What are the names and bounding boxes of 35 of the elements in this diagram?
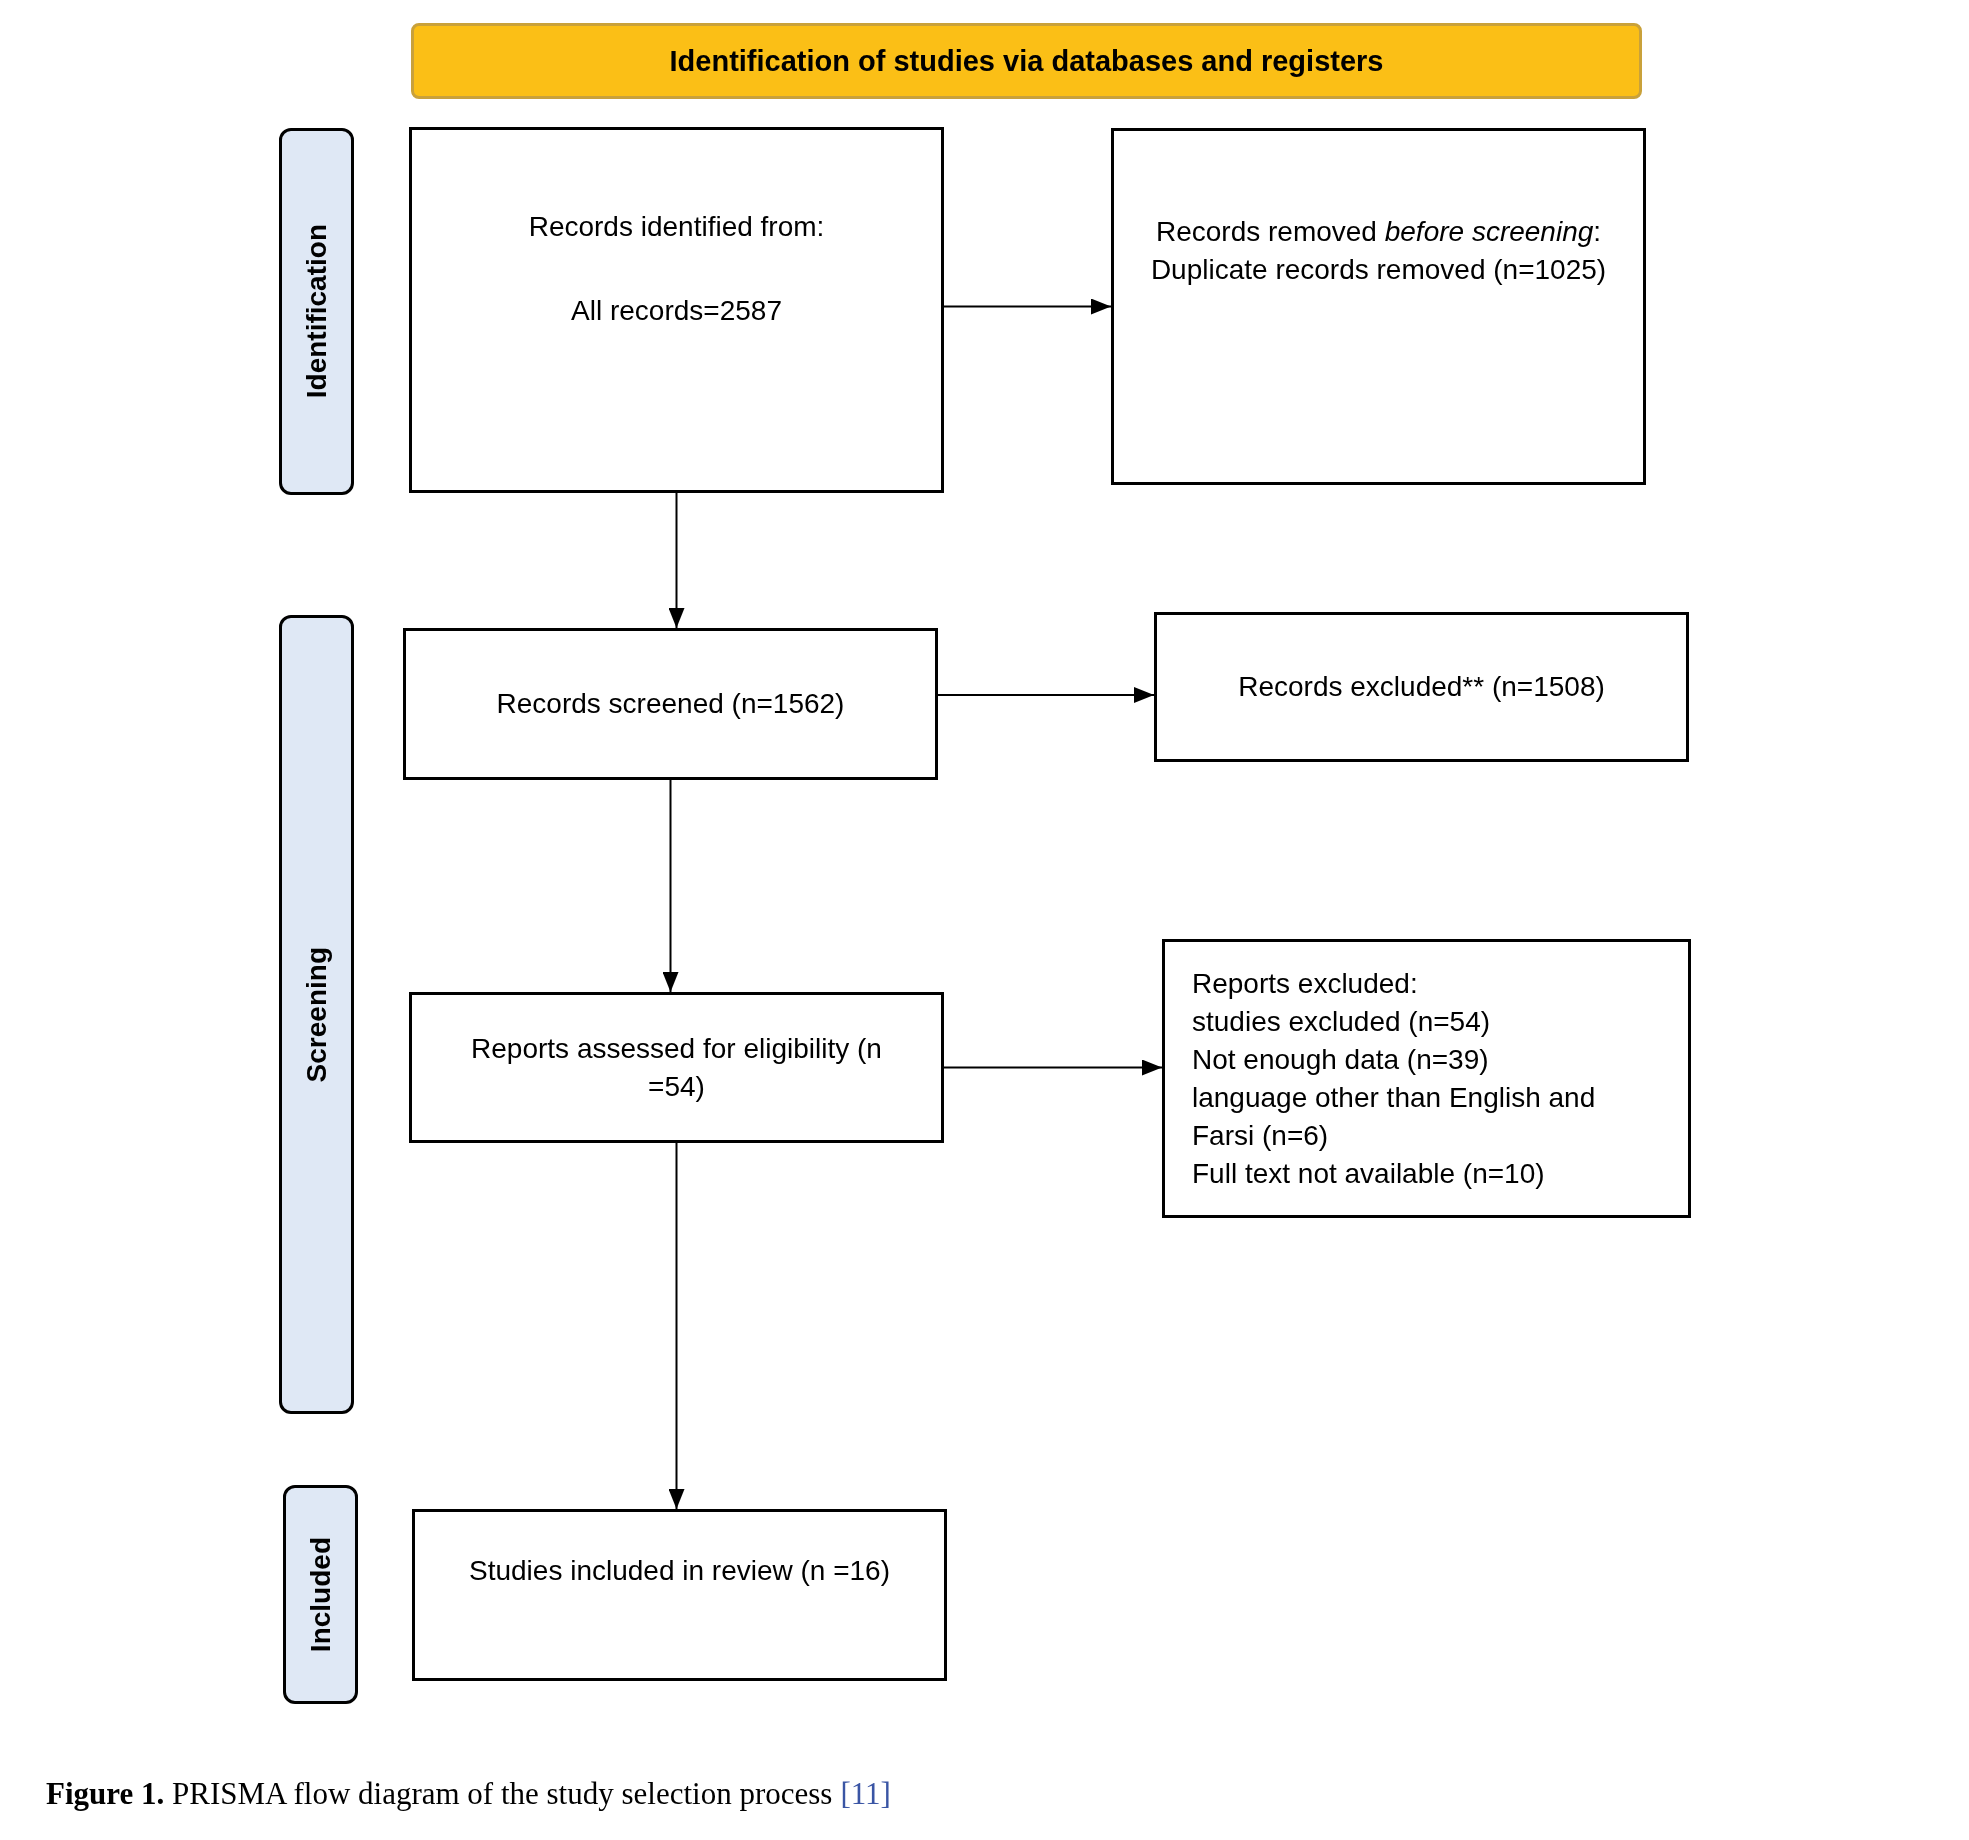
phase-label-band (279, 615, 354, 1414)
process-box (409, 127, 944, 493)
process-box (409, 992, 944, 1143)
box-text: Records excluded** (n=1508) (1238, 670, 1605, 704)
phase-label: Identification (299, 224, 333, 399)
phase-label: Included (303, 1536, 337, 1653)
box-text: studies excluded (n=54) (1192, 1004, 1491, 1039)
figure-caption: Figure 1. PRISMA flow diagram of the study selection process (46, 1776, 833, 1812)
reference-link: [11] (840, 1776, 891, 1812)
box-text: Records removed before screening: (1155, 215, 1602, 249)
process-box (1162, 939, 1691, 1218)
box-text: language other than English and Farsi (n=6) (1192, 1080, 1597, 1153)
arrow (943, 1059, 1163, 1076)
box-text: Full text not available (n=10) (1192, 1156, 1545, 1191)
process-box (403, 628, 938, 780)
arrow (943, 298, 1112, 315)
arrow (668, 1142, 685, 1510)
box-text: Reports assessed for eligibility (n =54) (470, 1031, 883, 1104)
title-banner: Identification of studies via databases and registers (411, 23, 1642, 99)
box-text: Not enough data (n=39) (1192, 1042, 1489, 1077)
box-text: Records screened (n=1562) (496, 687, 845, 721)
process-box (1154, 612, 1689, 762)
box-text: Duplicate records removed (n=1025) (1150, 253, 1607, 287)
phase-label-band (279, 128, 354, 495)
box-text: All records=2587 (571, 294, 782, 328)
box-text: Studies included in review (n =16) (469, 1554, 890, 1588)
process-box (412, 1509, 947, 1681)
phase-label: Screening (299, 946, 333, 1083)
process-box (1111, 128, 1646, 485)
arrow (662, 779, 679, 993)
phase-label-band (283, 1485, 358, 1704)
box-text: Records identified from: (528, 210, 825, 244)
box-text: Reports excluded: (1192, 966, 1418, 1001)
arrow (937, 687, 1155, 703)
arrow (668, 492, 685, 629)
